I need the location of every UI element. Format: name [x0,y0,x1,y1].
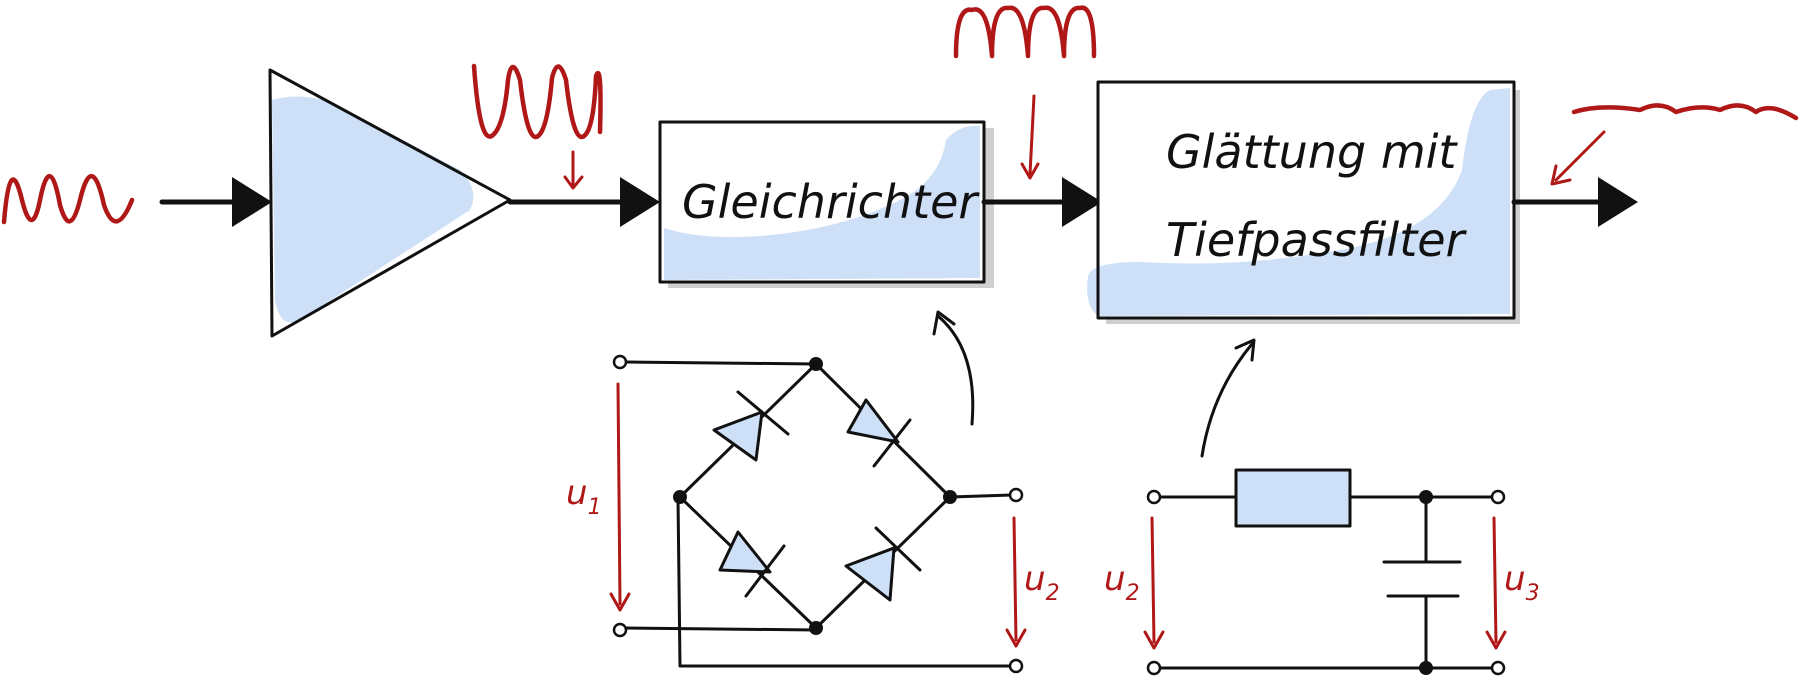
rectified-signal-pointer [1020,94,1040,180]
rectifier-block: Gleichrichter [658,120,994,288]
svg-text:u1: u1 [566,473,602,520]
resistor [1236,470,1350,526]
diode-top-right [846,398,912,468]
input-signal-wave [1,174,135,225]
rc-output-terminal-bottom [1490,660,1506,676]
rc-input-terminal-top [1146,489,1162,505]
bridge-rectifier-schematic [612,354,1024,674]
bridge-input-terminal-top [612,354,628,370]
voltage-u3: u3 [1485,516,1540,650]
voltage-u2-filter: u2 [1104,516,1165,650]
bridge-output-terminal-top [1008,487,1024,503]
bridge-to-rectifier-pointer [932,310,975,426]
voltage-u2-bridge: u2 [1005,516,1060,648]
smoothing-label-line2: Tiefpassfilter [1166,213,1468,267]
output-signal-pointer [1550,130,1606,186]
bridge-input-terminal-bottom [612,622,628,638]
amplifier-triangle [268,68,512,338]
rc-lowpass-schematic [1146,468,1506,676]
rc-to-smoothing-pointer [1200,338,1256,458]
rectifier-label: Gleichrichter [682,175,980,229]
rc-input-terminal-bottom [1146,660,1162,676]
amplified-signal-pointer [563,150,584,190]
bridge-output-terminal-bottom [1008,658,1024,674]
rectified-signal-wave [953,5,1097,59]
diode-top-left [712,390,790,462]
diode-bottom-left [718,530,786,598]
svg-text:u2: u2 [1104,559,1140,606]
diode-bottom-right [844,526,922,602]
amplified-signal-wave [471,63,603,140]
rc-output-terminal-top [1490,489,1506,505]
svg-text:u2: u2 [1024,559,1060,606]
voltage-u1: u1 [566,382,631,612]
smoothing-label-line1: Glättung mit [1166,125,1458,179]
output-signal-wave [1571,103,1799,121]
svg-text:u3: u3 [1504,559,1540,606]
smoothing-block: Glättung mit Tiefpassfilter [1087,80,1520,324]
